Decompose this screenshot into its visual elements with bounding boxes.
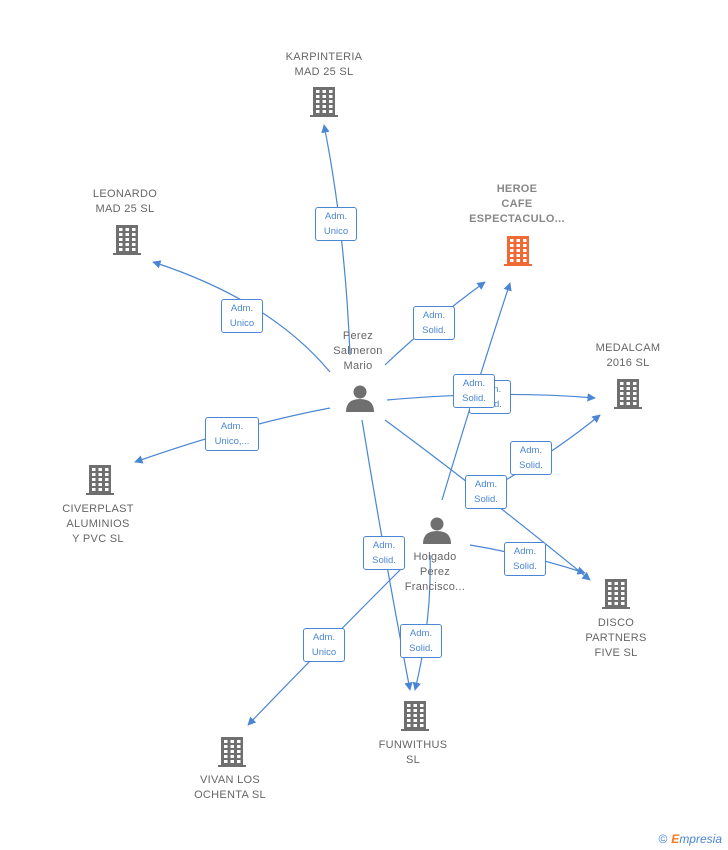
edge-label-perez-to-disco[interactable]: Adm. Solid. [465, 475, 507, 509]
node-label-funwithus[interactable]: FUNWITHUS SL [378, 739, 448, 766]
edge-label-holgado-to-disco[interactable]: Adm. Solid. [504, 542, 546, 576]
building-icon-heroe[interactable] [504, 236, 532, 266]
node-label-perez[interactable]: Perez Salmeron Mario [333, 330, 383, 372]
node-label-civerplast[interactable]: CIVERPLAST ALUMINIOS Y PVC SL [62, 503, 134, 545]
building-icon-leonardo[interactable] [113, 225, 141, 255]
node-label-heroe[interactable]: HEROE CAFE ESPECTACULO... [469, 183, 565, 225]
node-label-holgado[interactable]: Holgado Perez Francisco... [404, 551, 466, 593]
copyright-symbol: © [658, 832, 668, 846]
building-icon-civerplast[interactable] [86, 465, 114, 495]
edge-label-perez-to-civerplast[interactable]: Adm. Unico,... [205, 417, 259, 451]
edge-label-holgado-to-medalcam[interactable]: Adm. Solid. [510, 441, 552, 475]
edge-label-holgado-to-funwithus[interactable]: Adm. Solid. [400, 624, 442, 658]
node-label-vivan[interactable]: VIVAN LOS OCHENTA SL [194, 774, 266, 801]
edge-label-holgado-to-vivan[interactable]: Adm. Unico [303, 628, 345, 662]
brand-name: mpresia [679, 832, 722, 846]
edge-holgado-to-funwithus [412, 554, 431, 691]
building-icon-disco[interactable] [602, 579, 630, 609]
building-icon-vivan[interactable] [218, 737, 246, 767]
empresia-watermark: ©Empresia [658, 832, 722, 846]
person-icon-perez[interactable] [346, 385, 374, 413]
edge-label-perez-to-heroe[interactable]: Adm. Solid. [413, 306, 455, 340]
node-label-leonardo[interactable]: LEONARDO MAD 25 SL [92, 188, 158, 215]
edge-label-perez-to-karpinteria[interactable]: Adm. Unico [315, 207, 357, 241]
node-label-disco[interactable]: DISCO PARTNERS FIVE SL [585, 617, 647, 659]
building-icon-medalcam[interactable] [614, 379, 642, 409]
brand-initial: E [671, 832, 680, 846]
building-icon-funwithus[interactable] [401, 701, 429, 731]
edge-label-perez-to-leonardo[interactable]: Adm. Unico [221, 299, 263, 333]
person-icon-holgado[interactable] [423, 517, 451, 545]
edge-label-perez-to-funwithus[interactable]: Adm. Solid. [363, 536, 405, 570]
node-label-karpinteria[interactable]: KARPINTERIA MAD 25 SL [285, 51, 363, 78]
edge-label-holgado-to-heroe[interactable]: Adm. Solid. [453, 374, 495, 408]
building-icon-karpinteria[interactable] [310, 87, 338, 117]
node-label-medalcam[interactable]: MEDALCAM 2016 SL [595, 342, 661, 369]
